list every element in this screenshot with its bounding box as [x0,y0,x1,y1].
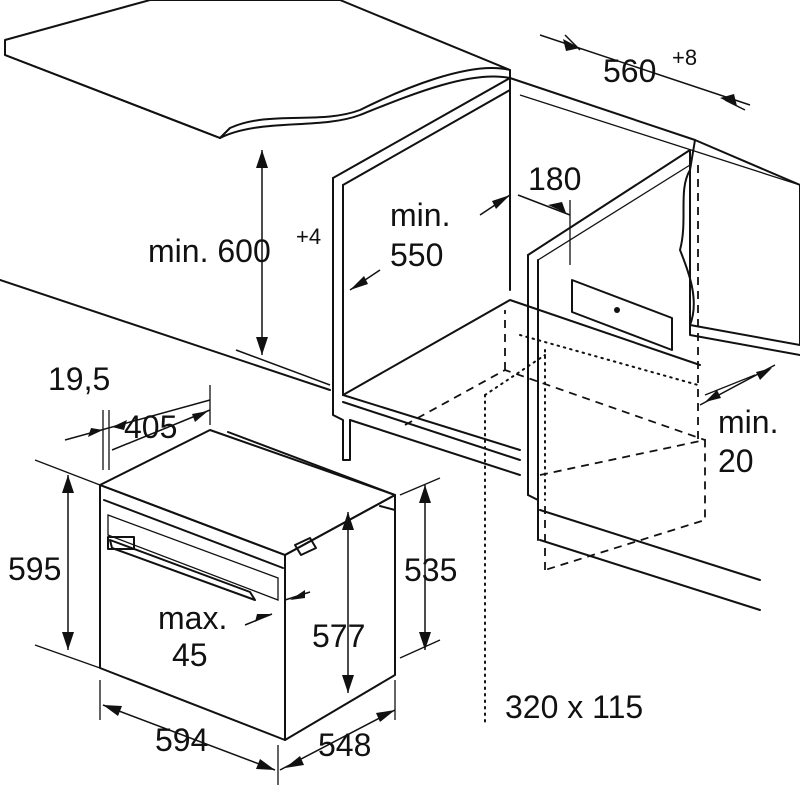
label-vent-opening: 320 x 115 [505,689,643,725]
label-niche-depth-line2: 550 [390,237,443,273]
countertop-left [4,0,511,139]
label-cabinet-height: min. 600 [148,233,271,269]
wall-lines [0,77,800,611]
label-oven-body-height: 577 [312,618,365,654]
label-oven-body-depth-top: 405 [124,409,177,445]
label-handle-depth-line1: max. [158,600,227,636]
vent-opening [571,279,673,351]
label-ventilation-gap-line1: min. [718,404,778,440]
label-oven-width: 594 [155,722,208,758]
label-niche-depth-line1: min. [390,197,450,233]
label-rear-gap: 180 [528,161,581,197]
oven-appliance [99,429,396,741]
label-oven-height: 595 [8,551,61,587]
label-ventilation-gap-line2: 20 [718,443,754,479]
cabinet-niche [332,77,701,541]
label-niche-width: 560 [603,53,656,89]
label-cabinet-height-tolerance: +4 [296,224,321,249]
label-niche-width-tolerance: +8 [672,45,697,70]
oven-outline-dashed [404,165,706,726]
dimension-labels: 560 +8 min. 600 +4 min. 550 180 min. 20 … [8,45,778,763]
label-handle-depth-line2: 45 [172,637,208,673]
dimension-lines [34,34,776,785]
label-front-offset: 19,5 [48,361,110,397]
label-oven-depth: 548 [318,727,371,763]
label-oven-inner-height: 535 [404,552,457,588]
